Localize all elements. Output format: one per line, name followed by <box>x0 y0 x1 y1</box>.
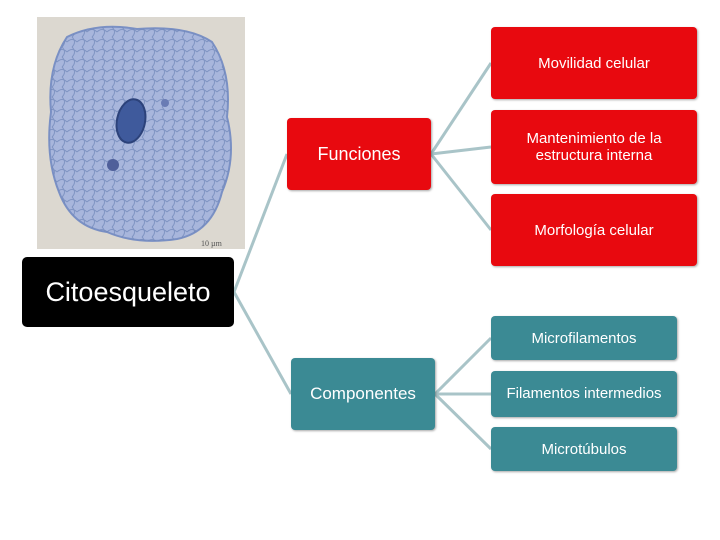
connector-funciones-movilidad <box>429 62 493 155</box>
node-mantenimiento-label: Mantenimiento de la estructura interna <box>526 130 662 164</box>
root-node-citoesqueleto: Citoesqueleto <box>22 257 234 327</box>
connector-root-componentes <box>232 291 293 395</box>
cell-micrograph-image <box>37 17 245 249</box>
connector-componentes-microfilamentos <box>433 336 493 396</box>
connector-funciones-morfologia <box>429 153 493 231</box>
node-microtubulos: Microtúbulos <box>491 427 677 471</box>
node-movilidad-label: Movilidad celular <box>538 54 650 72</box>
node-microfilamentos: Microfilamentos <box>491 316 677 360</box>
connector-funciones-mantenimiento <box>430 145 492 156</box>
node-filamentos-label: Filamentos intermedios <box>506 385 662 402</box>
node-componentes-label: Componentes <box>310 384 416 403</box>
connector-componentes-microtubulos <box>433 392 493 451</box>
node-funciones: Funciones <box>287 118 431 190</box>
node-componentes: Componentes <box>291 358 435 430</box>
scale-bar-label: 10 µm <box>201 239 222 248</box>
node-mantenimiento-estructura: Mantenimiento de la estructura interna <box>491 110 697 184</box>
node-morfologia-celular: Morfología celular <box>491 194 697 266</box>
node-microfilamentos-label: Microfilamentos <box>531 329 637 347</box>
node-microtubulos-label: Microtúbulos <box>541 440 627 458</box>
node-movilidad-celular: Movilidad celular <box>491 27 697 99</box>
node-morfologia-label: Morfología celular <box>534 221 654 239</box>
node-filamentos-intermedios: Filamentos intermedios <box>491 371 677 417</box>
node-funciones-label: Funciones <box>317 143 401 164</box>
